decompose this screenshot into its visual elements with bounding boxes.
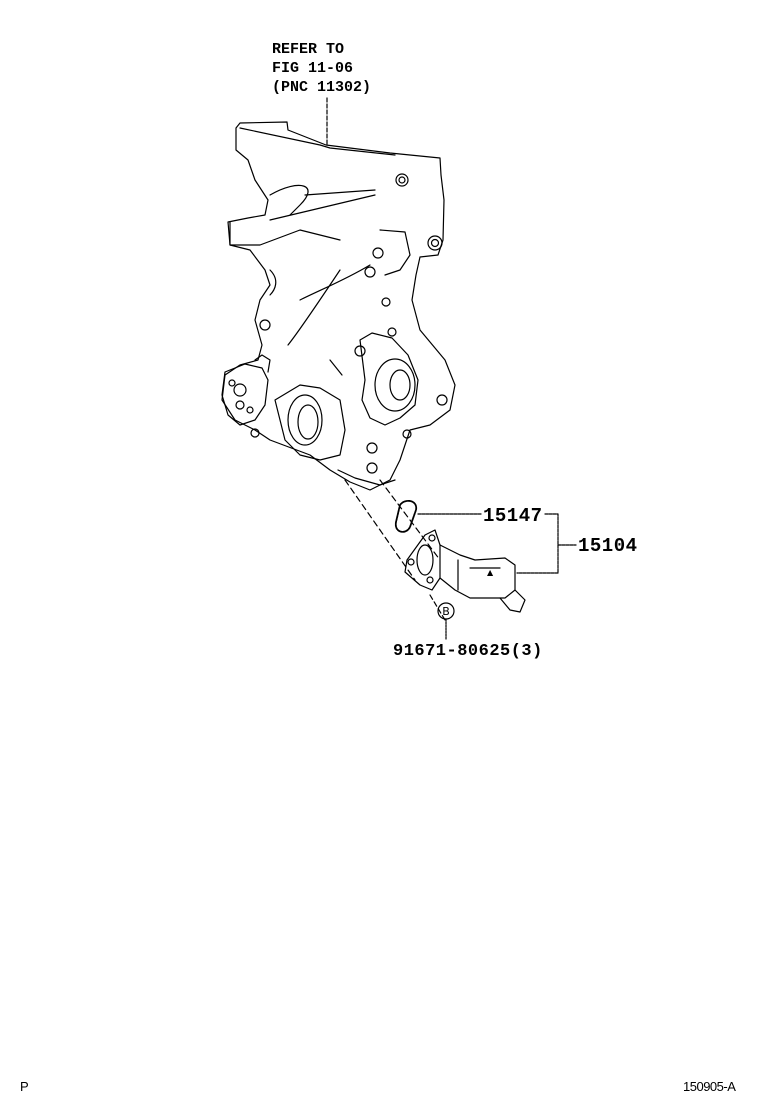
reference-note: REFER TO FIG 11-06 (PNC 11302) (272, 40, 371, 97)
reference-note-line2: FIG 11-06 (272, 60, 354, 77)
part-number-15147[interactable]: 15147 (483, 505, 543, 527)
part-number-bolt[interactable]: 91671-80625(3) (393, 642, 543, 661)
oil-strainer-15104-drawing: ▲ (404, 529, 526, 613)
part-number-15104[interactable]: 15104 (578, 535, 638, 557)
figure-code: 150905-A (683, 1079, 736, 1094)
callout-letter-b: B (442, 605, 450, 618)
timing-cover-drawing (221, 121, 456, 491)
gasket-15147-drawing (394, 499, 417, 533)
reference-note-line3: (PNC 11302) (272, 79, 372, 96)
svg-text:▲: ▲ (487, 568, 494, 577)
reference-note-line1: REFER TO (272, 41, 345, 58)
footer-left-code: P (20, 1079, 29, 1094)
